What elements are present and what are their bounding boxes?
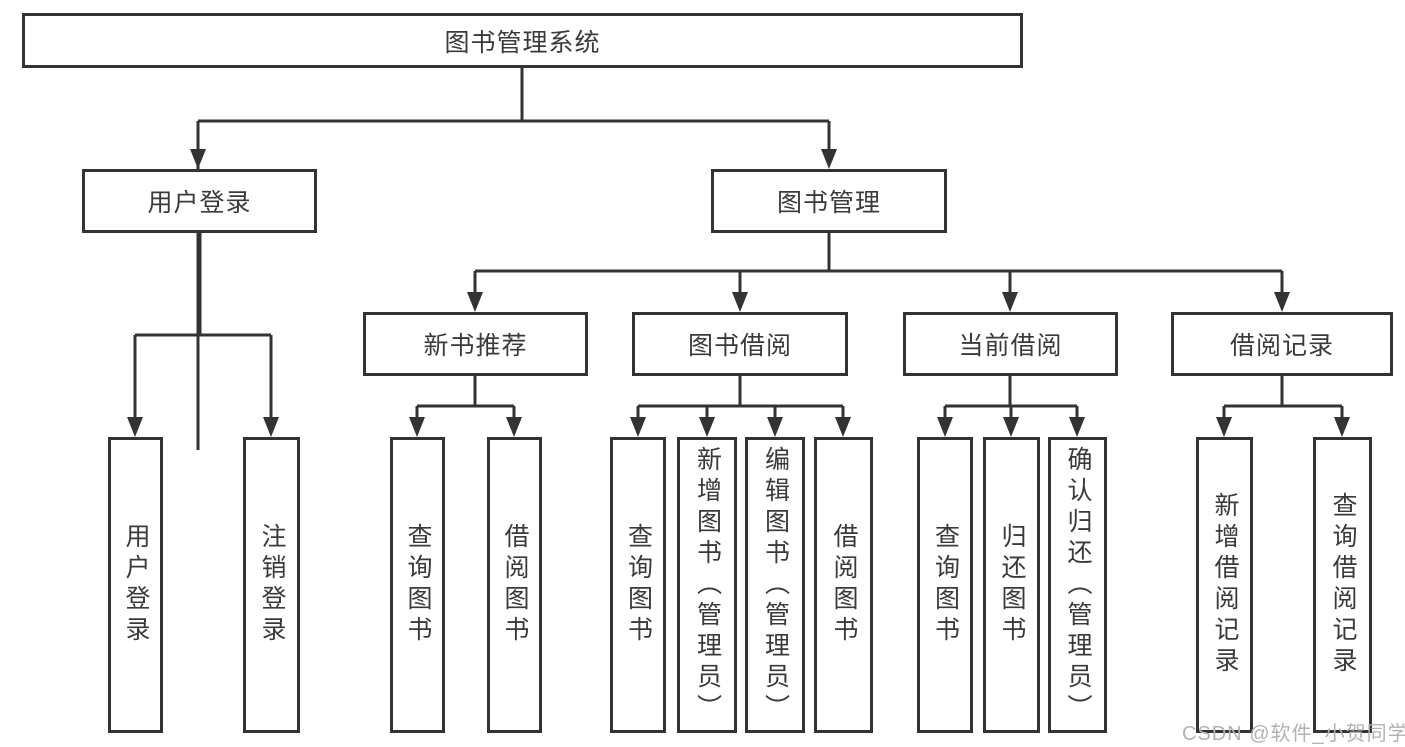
arrowhead: [1069, 417, 1085, 437]
leaf-borrow-add-books-admin: 新增图书（管理员）: [677, 437, 737, 733]
arrowhead: [699, 417, 715, 437]
connector-borrow-records-to-leaves: [1222, 376, 1344, 418]
node-book-management: 图书管理: [711, 169, 947, 233]
node-user-login: 用户登录: [82, 169, 317, 233]
leaf-borrow-edit-books-admin: 编辑图书（管理员）: [745, 437, 805, 733]
arrowhead: [1334, 417, 1350, 437]
leaf-records-query-record: 查询借阅记录: [1313, 437, 1372, 733]
leaf-records-add-record: 新增借阅记录: [1196, 437, 1253, 733]
arrowhead: [732, 292, 748, 312]
arrowhead: [263, 417, 279, 437]
leaf-logout: 注销登录: [243, 437, 300, 733]
arrowhead: [821, 149, 837, 169]
node-current-borrow: 当前借阅: [903, 312, 1118, 376]
arrowhead: [506, 417, 522, 437]
connector-new-book-to-leaves: [415, 376, 516, 418]
arrowhead: [937, 417, 953, 437]
leaf-current-return-books: 归还图书: [983, 437, 1040, 733]
connector-current-borrow-to-leaves: [943, 376, 1079, 418]
leaf-current-query-books: 查询图书: [917, 437, 973, 733]
leaf-borrow-borrow-books: 借阅图书: [814, 437, 873, 733]
node-book-borrow: 图书借阅: [632, 312, 848, 376]
arrowhead: [1274, 292, 1290, 312]
connector-book-mgmt-to-sections: [473, 233, 1284, 293]
arrowhead: [1216, 417, 1232, 437]
arrowheads: [127, 149, 1350, 437]
arrowhead: [190, 149, 206, 169]
connector-user-login-to-leaves: [133, 233, 273, 418]
arrowhead: [409, 417, 425, 437]
arrowhead: [127, 417, 143, 437]
connector-book-borrow-to-leaves: [636, 376, 845, 418]
arrowhead: [630, 417, 646, 437]
arrowhead: [467, 292, 483, 312]
arrowhead: [835, 417, 851, 437]
watermark: CSDN @软件_小贺同学: [1182, 723, 1405, 745]
leaf-user-login: 用户登录: [108, 437, 163, 733]
node-root: 图书管理系统: [22, 13, 1023, 68]
leaf-recommend-query-books: 查询图书: [390, 437, 445, 733]
arrowhead: [1002, 292, 1018, 312]
arrowhead: [767, 417, 783, 437]
arrowhead: [1003, 417, 1019, 437]
leaf-current-confirm-return-admin: 确认归还（管理员）: [1048, 437, 1107, 733]
leaf-recommend-borrow-books: 借阅图书: [487, 437, 542, 733]
connector-root-to-level1: [196, 68, 831, 450]
node-new-book-recommend: 新书推荐: [363, 312, 588, 376]
leaf-borrow-query-books: 查询图书: [610, 437, 666, 733]
node-borrow-records: 借阅记录: [1171, 312, 1393, 376]
